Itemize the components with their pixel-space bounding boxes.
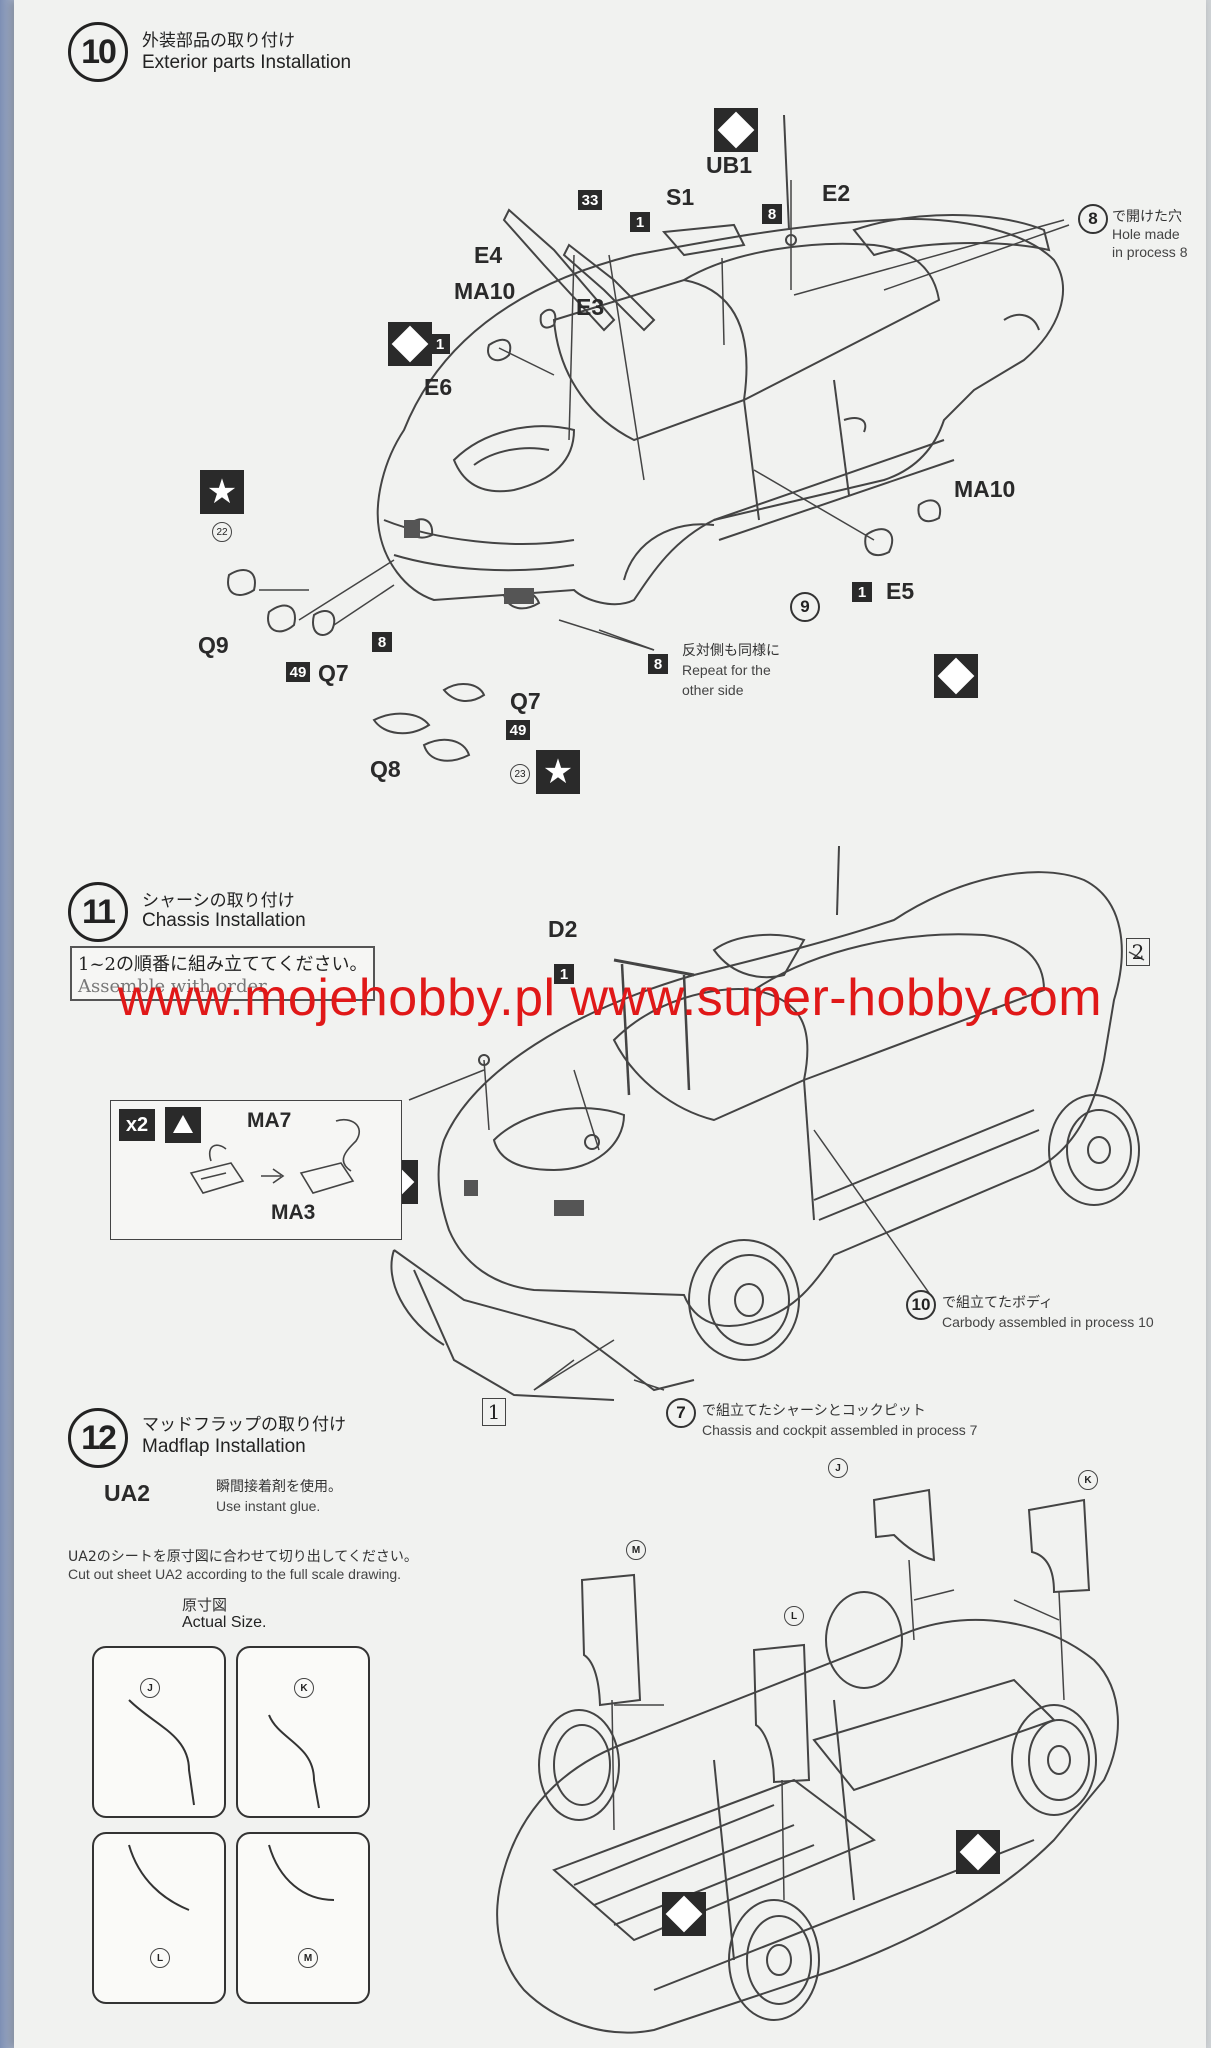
cut-note-en: Cut out sheet UA2 according to the full … bbox=[68, 1566, 402, 1582]
hole-note-en-2: in process 8 bbox=[1112, 244, 1188, 260]
step-10-car-drawing bbox=[227, 114, 1070, 762]
chassis-note-en: Chassis and cockpit assembled in process… bbox=[702, 1422, 978, 1438]
part-label-q9: Q9 bbox=[198, 632, 229, 658]
part-label-ma10: MA10 bbox=[454, 278, 516, 304]
process-ref-9: 9 bbox=[790, 592, 820, 622]
body-note-en: Carbody assembled in process 10 bbox=[942, 1314, 1154, 1330]
glue-arrow-icon bbox=[165, 1107, 201, 1143]
step-12-title-en: Madflap Installation bbox=[142, 1436, 306, 1457]
badge-33: 33 bbox=[578, 190, 602, 210]
process-ref-10: 10 bbox=[906, 1290, 936, 1320]
badge-1: 1 bbox=[630, 212, 650, 232]
repeat-note-en-1: Repeat for the bbox=[682, 662, 771, 678]
step-10-number: 10 bbox=[68, 22, 128, 82]
repeat-note-en-2: other side bbox=[682, 682, 744, 698]
flap-marker-m: M bbox=[626, 1540, 646, 1560]
part-label-q7: Q7 bbox=[318, 660, 349, 686]
piece-letter: L bbox=[150, 1948, 170, 1968]
glue-diamond-icon bbox=[662, 1892, 706, 1936]
quantity-badge: x2 bbox=[119, 1109, 155, 1141]
flap-piece-j: J bbox=[92, 1646, 226, 1818]
flap-marker-k: K bbox=[1078, 1470, 1098, 1490]
repeat-note-jp: 反対側も同様に bbox=[682, 643, 780, 659]
part-label-d2: D2 bbox=[548, 916, 578, 942]
step-12-title-jp: マッドフラップの取り付け bbox=[142, 1415, 346, 1435]
badge-49: 49 bbox=[286, 662, 310, 682]
step-11-number: 11 bbox=[68, 882, 128, 942]
badge-1: 1 bbox=[852, 582, 872, 602]
step-11-title-en: Chassis Installation bbox=[142, 910, 306, 931]
hole-note-jp: で開けた穴 bbox=[1112, 209, 1182, 225]
step-11-title-jp: シャーシの取り付け bbox=[142, 891, 295, 911]
badge-8: 8 bbox=[648, 654, 668, 674]
flap-piece-m: M bbox=[236, 1832, 370, 2004]
glue-diamond-icon bbox=[714, 108, 758, 152]
flap-marker-l: L bbox=[784, 1606, 804, 1626]
instruction-sheet: 10 外装部品の取り付け Exterior parts Installation bbox=[14, 0, 1206, 2048]
part-label-e5: E5 bbox=[886, 578, 915, 604]
process-ref-8: 8 bbox=[1078, 204, 1108, 234]
part-label-e4: E4 bbox=[474, 242, 503, 268]
part-label-q8: Q8 bbox=[370, 756, 401, 782]
badge-49: 49 bbox=[506, 720, 530, 740]
clip-assembly-drawing bbox=[189, 1119, 360, 1194]
watermark-text: www.mojehobby.pl www.super-hobby.com bbox=[117, 969, 1103, 1027]
part-label-ma10: MA10 bbox=[954, 476, 1016, 502]
step-12-car-underside-drawing bbox=[496, 1488, 1119, 2034]
order-note-en: Assemble with order bbox=[78, 976, 267, 997]
assembly-order-note: 1~2の順番に組み立ててください。 Assemble with order bbox=[70, 946, 376, 1001]
badge-1: 1 bbox=[430, 334, 450, 354]
actual-size-en: Actual Size. bbox=[182, 1614, 267, 1631]
hole-note-en-1: Hole made bbox=[1112, 226, 1180, 242]
glue-diamond-icon bbox=[934, 654, 978, 698]
badge-8: 8 bbox=[762, 204, 782, 224]
piece-letter: K bbox=[294, 1678, 314, 1698]
order-mark-2: 2 bbox=[1126, 938, 1150, 966]
star-icon: ★ bbox=[200, 470, 244, 514]
part-label-q7: Q7 bbox=[510, 688, 541, 714]
part-label-ua2: UA2 bbox=[104, 1480, 151, 1506]
glue-diamond-icon bbox=[956, 1830, 1000, 1874]
order-note-jp: 1~2の順番に組み立ててください。 bbox=[78, 954, 368, 975]
piece-letter: M bbox=[298, 1948, 318, 1968]
small-number-22: 22 bbox=[212, 522, 232, 542]
flap-marker-j: J bbox=[828, 1458, 848, 1478]
process-ref-7: 7 bbox=[666, 1398, 696, 1428]
part-label-ub1: UB1 bbox=[706, 152, 753, 178]
chassis-note-jp: で組立てたシャーシとコックピット bbox=[702, 1403, 926, 1419]
order-mark-1: 1 bbox=[482, 1398, 506, 1426]
part-label-ma7: MA7 bbox=[247, 1109, 292, 1132]
cut-note-jp: UA2のシートを原寸図に合わせて切り出してください。 bbox=[68, 1549, 418, 1565]
part-label-e6: E6 bbox=[424, 374, 453, 400]
star-icon: ★ bbox=[536, 750, 580, 794]
body-note-jp: で組立てたボディ bbox=[942, 1295, 1054, 1311]
flap-cutout-shapes bbox=[128, 1699, 335, 1911]
part-label-s1: S1 bbox=[666, 184, 695, 210]
page-edge-strip bbox=[0, 0, 14, 2048]
badge-8: 8 bbox=[372, 632, 392, 652]
part-label-e2: E2 bbox=[822, 180, 851, 206]
step-10-title-en: Exterior parts Installation bbox=[142, 52, 352, 73]
step-11-car-drawing bbox=[390, 845, 1145, 1401]
actual-size-jp: 原寸図 bbox=[182, 1596, 228, 1614]
piece-letter: J bbox=[140, 1678, 160, 1698]
glue-diamond-icon bbox=[388, 322, 432, 366]
part-label-ma3: MA3 bbox=[271, 1201, 316, 1224]
flap-piece-k: K bbox=[236, 1646, 370, 1818]
step-12-number: 12 bbox=[68, 1408, 128, 1468]
small-number-23: 23 bbox=[510, 764, 530, 784]
glue-note-en: Use instant glue. bbox=[216, 1498, 321, 1514]
part-label-e3: E3 bbox=[576, 294, 605, 320]
step-10-title-jp: 外装部品の取り付け bbox=[142, 31, 295, 51]
badge-1: 1 bbox=[554, 964, 574, 984]
ma-clip-inset: x2 MA7 MA3 bbox=[110, 1100, 402, 1240]
flap-piece-l: L bbox=[92, 1832, 226, 2004]
glue-note-jp: 瞬間接着剤を使用。 bbox=[216, 1479, 342, 1495]
